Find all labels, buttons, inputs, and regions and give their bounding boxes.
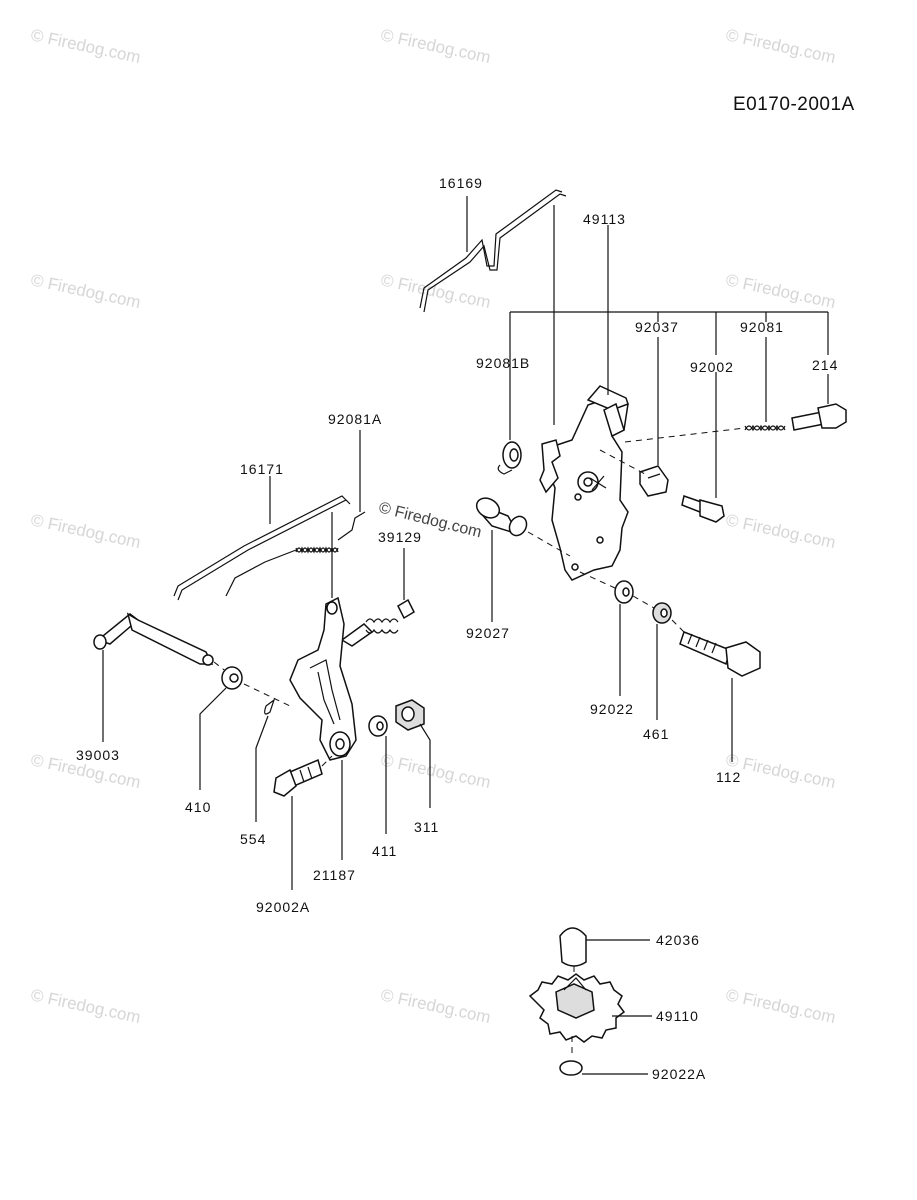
- part-49110-gear: [528, 973, 652, 1056]
- label-49113: 49113: [583, 211, 626, 227]
- label-461: 461: [643, 726, 669, 742]
- watermark: © Firedog.com: [379, 985, 492, 1027]
- label-411: 411: [372, 843, 397, 859]
- part-411-washer: [368, 715, 388, 834]
- watermark: © Firedog.com: [29, 985, 142, 1027]
- part-112-bolt: [671, 619, 761, 762]
- label-21187: 21187: [313, 867, 356, 883]
- part-92002-bolt: [681, 372, 725, 523]
- label-92037: 92037: [635, 319, 679, 335]
- watermark: © Firedog.com: [29, 270, 142, 312]
- label-92002: 92002: [690, 359, 734, 375]
- watermark: © Firedog.com: [724, 985, 837, 1027]
- watermarks: © Firedog.com © Firedog.com © Firedog.co…: [29, 25, 837, 1027]
- label-92081B: 92081B: [476, 355, 530, 371]
- label-92002A: 92002A: [256, 899, 310, 915]
- label-92027: 92027: [466, 625, 510, 641]
- watermark: © Firedog.com: [29, 25, 142, 67]
- part-461-nut: [632, 595, 672, 720]
- label-92022: 92022: [590, 701, 634, 717]
- part-49113-plate: [547, 225, 629, 581]
- part-92037-clip: [599, 337, 669, 497]
- part-39003-shaft: [93, 612, 233, 742]
- callout-bracket-top: [510, 311, 829, 355]
- watermark: © Firedog.com: [379, 750, 492, 792]
- label-410: 410: [185, 799, 211, 815]
- label-214: 214: [812, 357, 838, 373]
- watermark: © Firedog.com: [724, 25, 837, 67]
- part-42036-cap: [559, 927, 650, 980]
- label-39003: 39003: [76, 747, 120, 763]
- label-311: 311: [414, 819, 439, 835]
- part-92081B-spring: [497, 312, 561, 494]
- watermark: © Firedog.com: [724, 510, 837, 552]
- part-92081-spring: [624, 337, 786, 443]
- part-311-collar: [395, 699, 431, 808]
- part-92022-washer: [579, 571, 634, 696]
- part-39129-spring: [340, 548, 415, 647]
- part-92081A-spring: [225, 511, 366, 597]
- diagram-code: E0170-2001A: [733, 94, 855, 115]
- part-554-clip: [255, 698, 276, 822]
- label-92022A: 92022A: [652, 1066, 706, 1082]
- label-49110: 49110: [656, 1008, 699, 1024]
- watermark: © Firedog.com: [379, 25, 492, 67]
- part-16171-rod: [173, 476, 351, 601]
- part-92022A-washer: [559, 1060, 648, 1076]
- watermark: © Firedog.com: [724, 270, 837, 312]
- label-92081: 92081: [740, 319, 784, 335]
- part-92002A-bolt: [273, 755, 333, 890]
- part-92027-bushing: [475, 497, 571, 622]
- part-21187-lever: [289, 512, 357, 860]
- label-554: 554: [240, 831, 266, 847]
- label-112: 112: [716, 769, 741, 785]
- watermark: © Firedog.com: [379, 270, 492, 312]
- part-16169-rod: [419, 189, 567, 425]
- label-39129: 39129: [378, 529, 422, 545]
- part-214-bolt: [791, 374, 847, 431]
- label-16169: 16169: [439, 175, 483, 191]
- watermark: © Firedog.com: [29, 510, 142, 552]
- label-92081A: 92081A: [328, 411, 382, 427]
- part-410-washer: [199, 666, 291, 790]
- label-42036: 42036: [656, 932, 700, 948]
- label-16171: 16171: [240, 461, 284, 477]
